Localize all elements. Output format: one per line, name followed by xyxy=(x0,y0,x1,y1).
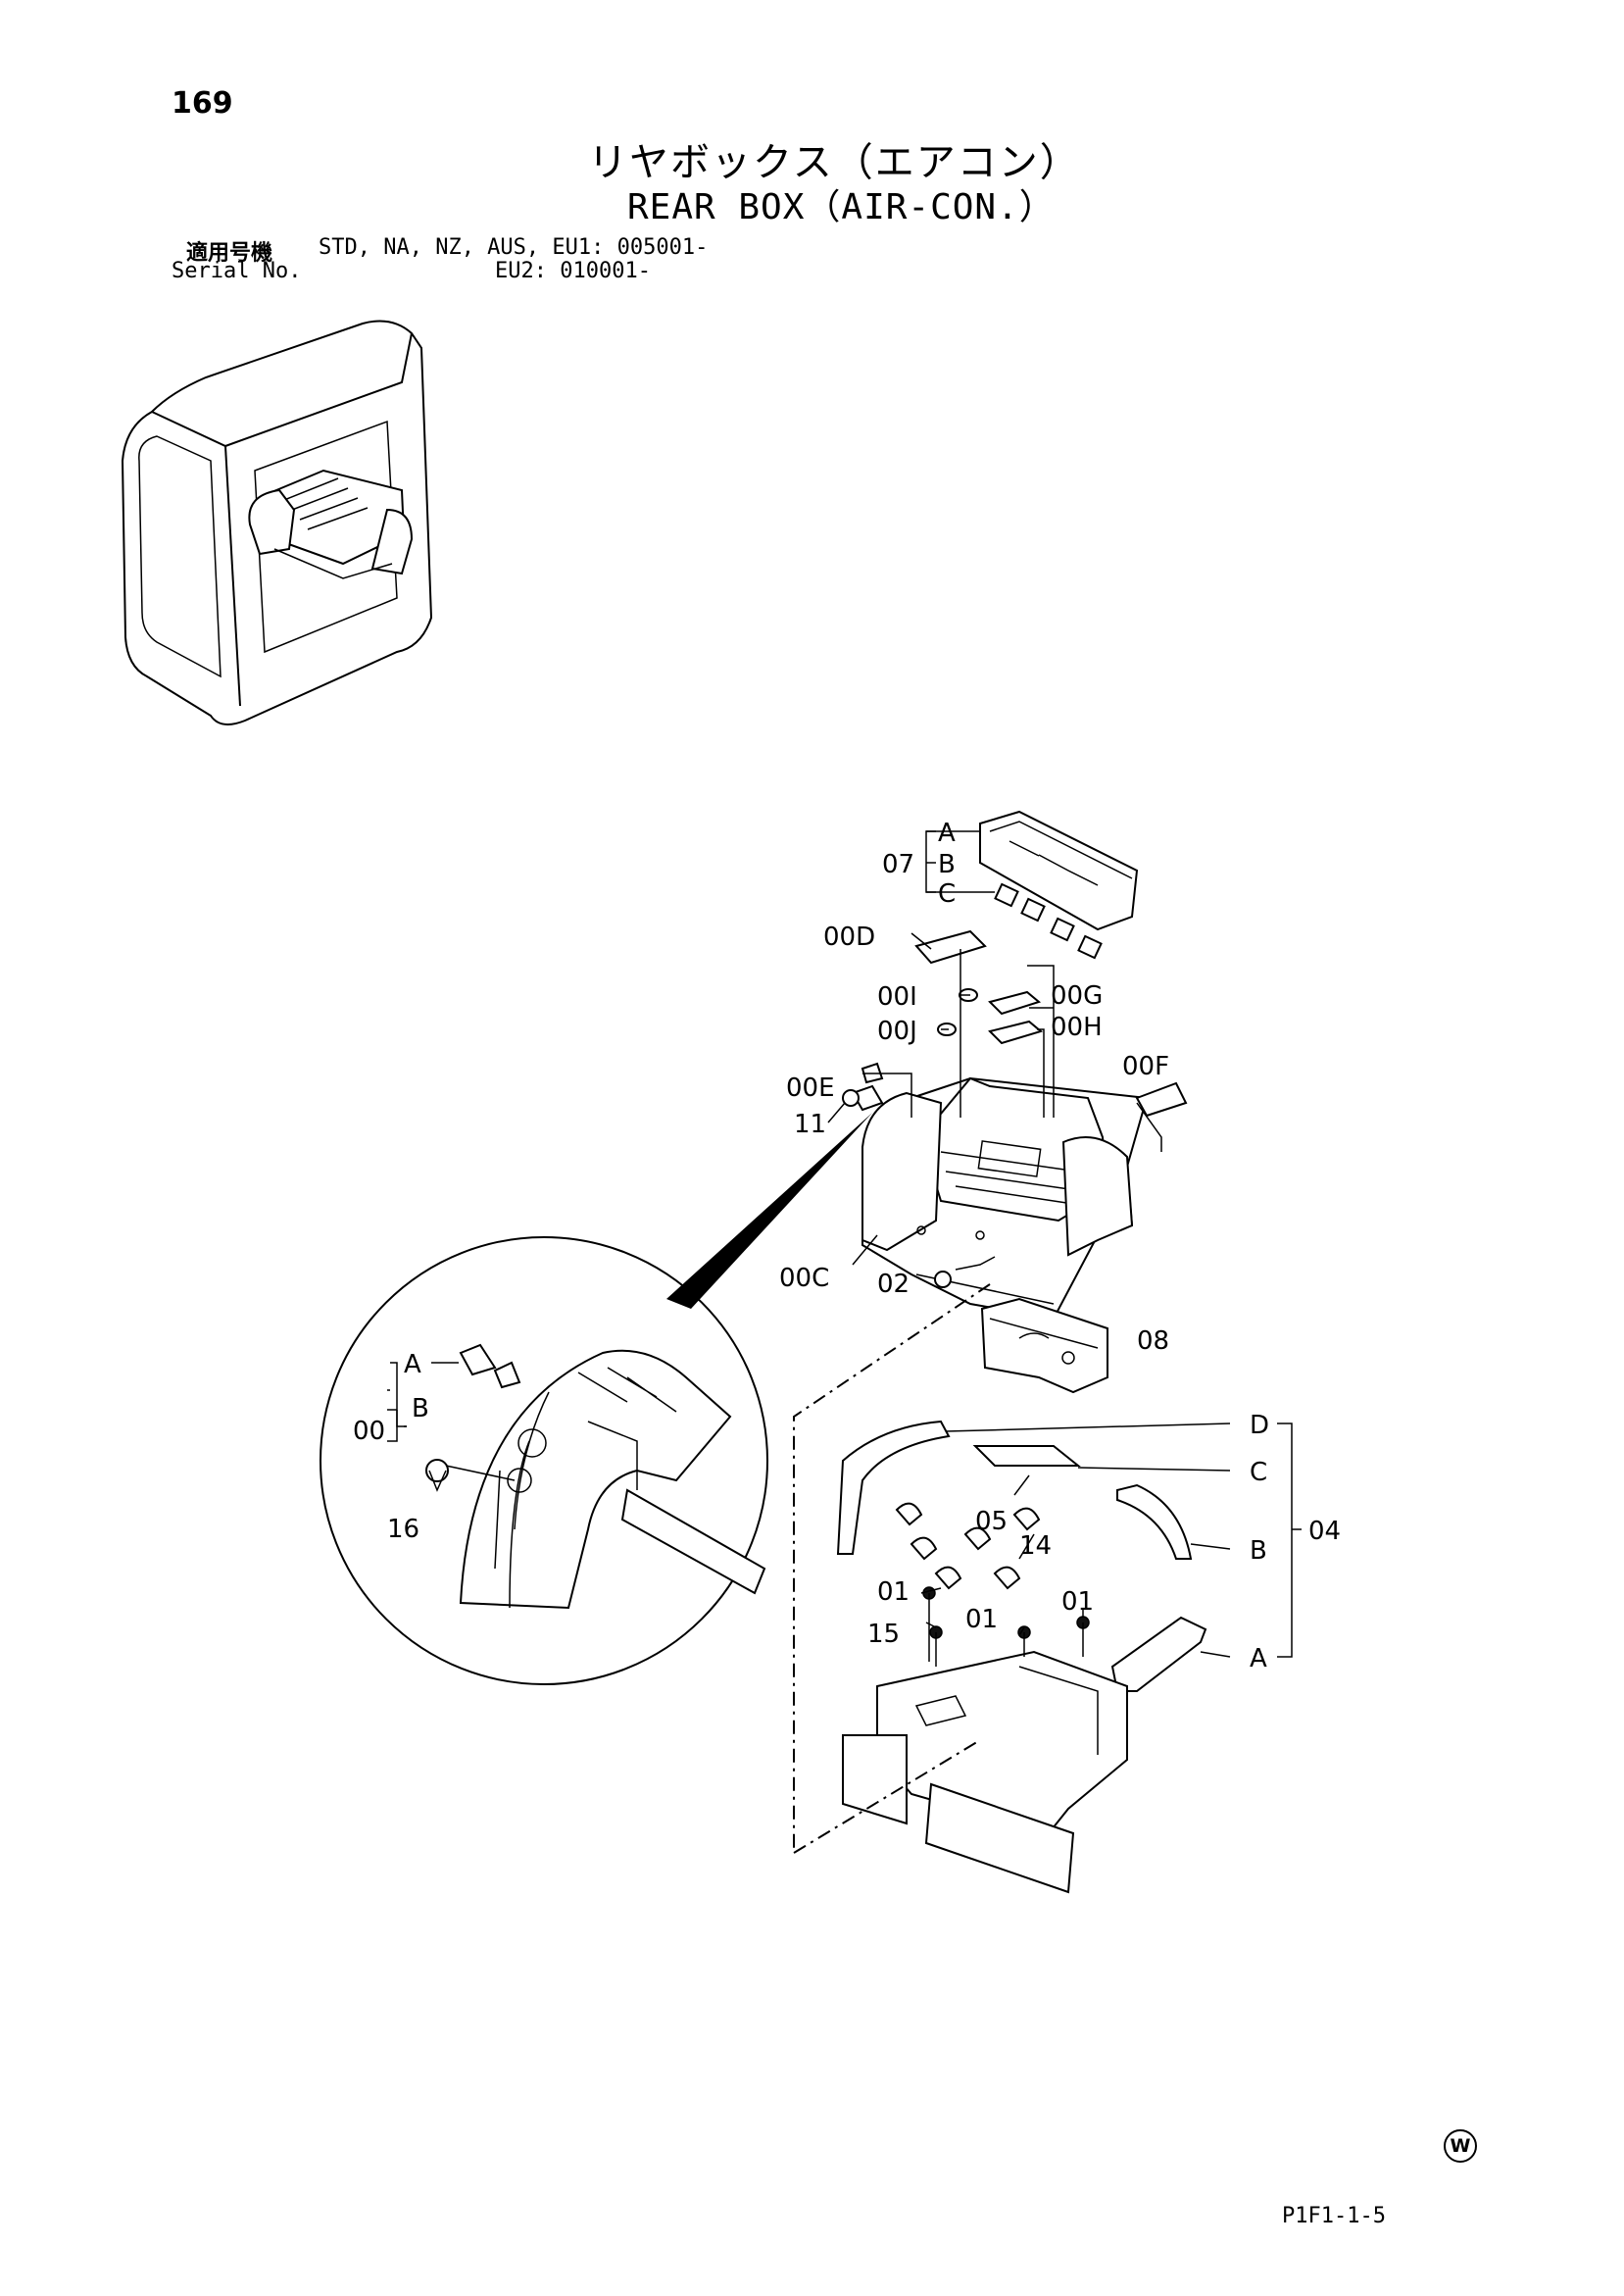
cab-overview-illustration xyxy=(121,320,433,725)
callout-02: 02 xyxy=(877,1270,910,1299)
callout-07-b: B xyxy=(938,850,956,879)
callout-01-right: 01 xyxy=(1061,1587,1094,1617)
callout-04-a: A xyxy=(1250,1644,1267,1673)
callout-04-b: B xyxy=(1250,1536,1267,1566)
callout-01-left: 01 xyxy=(877,1577,910,1607)
w-mark-icon: W xyxy=(1444,2129,1477,2163)
frame-assembly xyxy=(836,1420,1207,1894)
callout-01-middle: 01 xyxy=(965,1605,998,1634)
callout-04: 04 xyxy=(1308,1517,1341,1546)
callout-00j: 00J xyxy=(877,1017,917,1046)
page-title-japanese: リヤボックス（エアコン） xyxy=(588,140,1081,185)
callout-14: 14 xyxy=(1019,1531,1052,1561)
callout-00h: 00H xyxy=(1051,1013,1103,1042)
callout-15: 15 xyxy=(867,1620,900,1649)
callout-00g: 00G xyxy=(1051,981,1103,1011)
callout-07: 07 xyxy=(882,850,914,879)
control-panel-07 xyxy=(979,810,1139,960)
callout-05: 05 xyxy=(975,1507,1008,1536)
page-number: 169 xyxy=(172,86,233,121)
callout-07-c: C xyxy=(938,879,956,909)
figure-code: P1F1-1-5 xyxy=(1282,2204,1386,2228)
callout-00e: 00E xyxy=(786,1073,835,1103)
detail-callout-a: A xyxy=(404,1350,421,1379)
detail-callout-16: 16 xyxy=(387,1515,419,1544)
callout-11: 11 xyxy=(794,1110,826,1139)
reference-lines xyxy=(793,1283,991,1854)
callout-00f: 00F xyxy=(1122,1052,1169,1081)
upper-leader-lines xyxy=(827,830,1162,1354)
serial-eu2-range: EU2: 010001- xyxy=(495,259,651,283)
detail-callout-00: 00 xyxy=(353,1417,385,1446)
bracket-group-lines xyxy=(920,1423,1302,1658)
callout-00c: 00C xyxy=(779,1264,829,1293)
callout-00d: 00D xyxy=(823,923,875,952)
serial-models-range: STD, NA, NZ, AUS, EU1: 005001- xyxy=(319,235,709,260)
callout-04-d: D xyxy=(1250,1411,1269,1440)
detail-callout-b: B xyxy=(412,1394,429,1423)
detail-view xyxy=(320,1236,768,1685)
callout-04-c: C xyxy=(1250,1458,1267,1487)
serial-label-japanese: 適用号機 xyxy=(186,241,273,266)
rear-box-assembly xyxy=(861,1076,1149,1321)
callout-00i: 00I xyxy=(877,982,917,1012)
callout-labels: 07 A B C 00D 00I 00G 00J 00H 00E 00F 11 … xyxy=(353,819,1341,1673)
detail-pointer xyxy=(666,1113,872,1309)
screw-02 xyxy=(934,1271,952,1288)
callout-08: 08 xyxy=(1137,1326,1169,1356)
page-title-english: REAR BOX（AIR-CON.） xyxy=(627,187,1056,227)
callout-07-a: A xyxy=(938,819,956,848)
bracket-08 xyxy=(980,1297,1108,1394)
serial-label-english: Serial No. xyxy=(172,259,302,283)
